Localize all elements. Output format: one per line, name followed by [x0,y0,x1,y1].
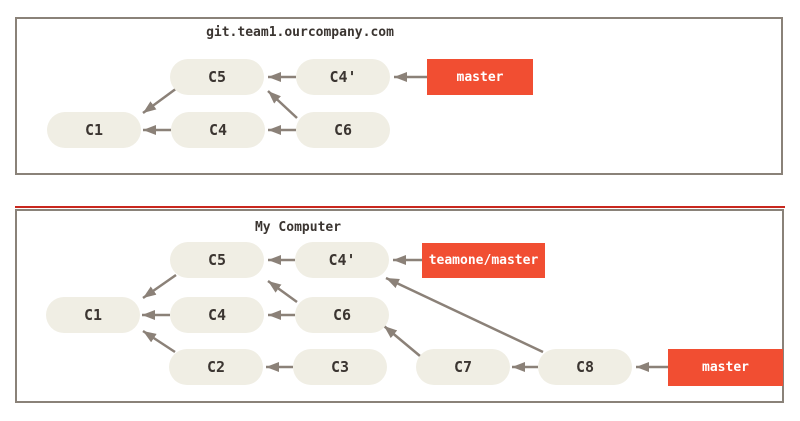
local-repo-panel [15,209,784,403]
branch-label-remote-master: master [427,59,533,95]
branch-label-teamone-master: teamone/master [422,243,545,278]
commit-node-local-c5: C5 [170,242,264,278]
commit-node-local-c8: C8 [538,349,632,385]
commit-node-local-c7: C7 [416,349,510,385]
commit-node-remote-c1: C1 [47,112,141,148]
commit-node-local-c4: C4 [170,297,264,333]
commit-node-remote-c5: C5 [170,59,264,95]
commit-node-local-c4-prime: C4' [295,242,389,278]
local-repo-title: My Computer [254,220,342,235]
commit-node-local-c2: C2 [169,349,263,385]
branch-label-local-master: master [668,349,783,386]
commit-node-local-c3: C3 [293,349,387,385]
commit-node-local-c1: C1 [46,297,140,333]
remote-repo-panel [15,17,783,175]
commit-node-remote-c6: C6 [296,112,390,148]
red-divider-line [15,206,785,208]
remote-repo-title: git.team1.ourcompany.com [206,25,394,40]
commit-node-remote-c4: C4 [171,112,265,148]
commit-node-remote-c4-prime: C4' [296,59,390,95]
commit-node-local-c6: C6 [295,297,389,333]
